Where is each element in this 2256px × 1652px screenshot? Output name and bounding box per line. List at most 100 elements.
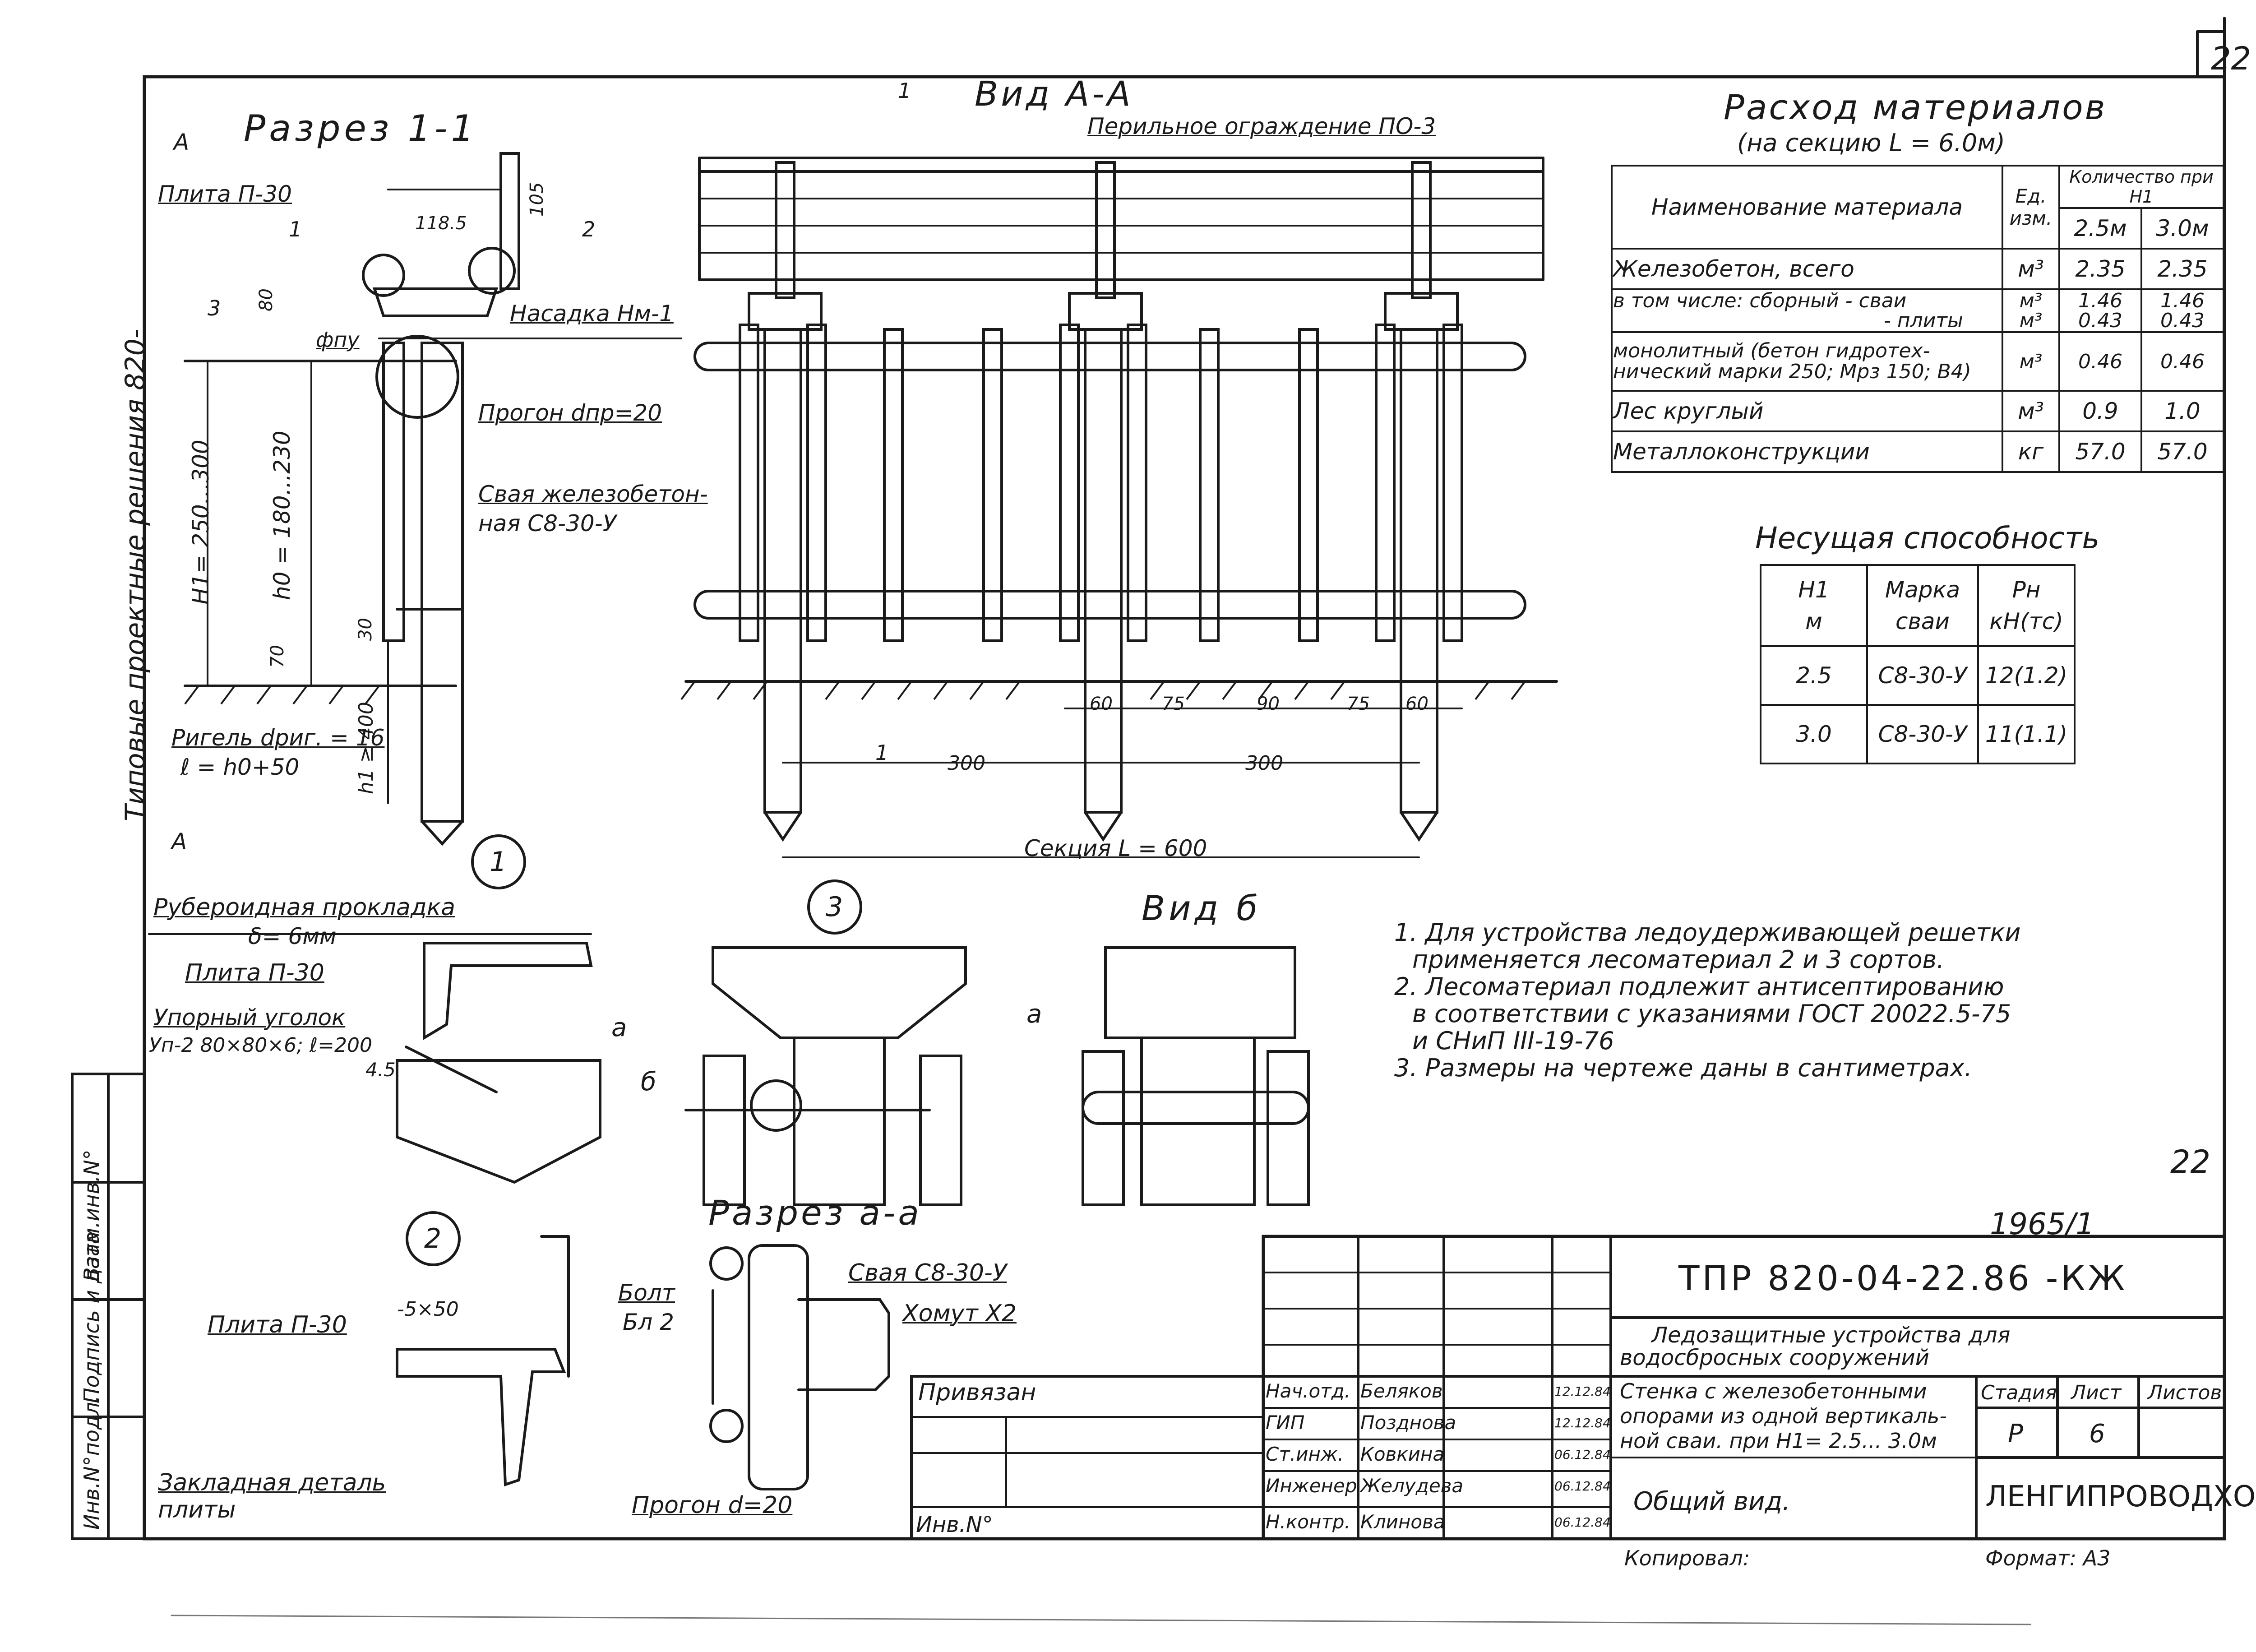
cap-r1-p: 11(1.1): [1977, 704, 2076, 764]
section-aa-bolt: Болт: [618, 1280, 675, 1306]
detail-3-num: 3: [826, 891, 843, 923]
mat-r1-name: в том числе: сборный - сваи: [1613, 289, 1907, 312]
dim-h1: H1= 250...300: [188, 440, 214, 605]
marker-a-bottom: A: [171, 828, 187, 855]
span-2: 300: [1245, 752, 1283, 775]
dim-75-b: 75: [1347, 694, 1370, 714]
mat-r1-unit2: м³: [2019, 309, 2043, 332]
inv-label: Инв.N°: [916, 1512, 993, 1537]
detail-3-mark-a: а: [611, 1013, 627, 1042]
section-mark-1-bottom: 1: [875, 740, 889, 765]
signer-role: Н.контр.: [1266, 1511, 1350, 1533]
signer-date: 12.12.84: [1554, 1384, 1611, 1399]
mat-r1-unit: м³: [2019, 289, 2043, 312]
dim-118-5: 118.5: [415, 213, 467, 234]
cap-r1-mark: С8-30-У: [1866, 704, 1979, 764]
sheet-title-2: опорами из одной вертикаль-: [1620, 1404, 1947, 1428]
project-name-2: водосбросных сооружений: [1620, 1345, 1929, 1370]
mat-r4-v2: 57.0: [2140, 430, 2225, 473]
cap-r0-mark: С8-30-У: [1866, 645, 1979, 706]
cap-h-mark2: сваи: [1895, 608, 1950, 634]
signer-row: Нач.отд. Беляков 12.12.84: [1266, 1376, 1611, 1408]
detail-2-dim: -5×50: [397, 1298, 459, 1321]
detail-1-label-3: Упорный уголок: [153, 1004, 346, 1031]
signer-date: 06.12.84: [1554, 1515, 1611, 1530]
sheet-value: 6: [2089, 1419, 2105, 1448]
num-1: 1: [289, 217, 302, 241]
note-3: 3. Размеры на чертеже даны в сантиметрах…: [1394, 1054, 1972, 1082]
label-cap: Насадка Нм-1: [510, 301, 674, 327]
sheet-title-3: ной сваи. при H1= 2.5... 3.0м: [1620, 1429, 1937, 1453]
cap-h-unit: м: [1805, 608, 1822, 634]
mat-r2-v1: 0.46: [2058, 331, 2142, 392]
num-2: 2: [582, 217, 596, 241]
mat-r4-unit: кг: [2002, 430, 2060, 473]
materials-subtitle: (на секцию L = 6.0м): [1737, 129, 2005, 157]
side-title: Типовые проектные решения 820-: [120, 329, 151, 821]
label-phi: фпу: [316, 328, 360, 352]
mat-r0-unit: м³: [2002, 248, 2060, 290]
view-aa-title: Вид А-А: [975, 74, 1133, 114]
copied-label: Копировал:: [1624, 1546, 1750, 1570]
signer-role: Инженер: [1266, 1475, 1357, 1497]
mat-r0-name: Железобетон, всего: [1611, 248, 2003, 290]
materials-title: Расход материалов: [1724, 87, 2107, 127]
section-aa-pile: Свая С8-30-У: [848, 1259, 1007, 1286]
view-b-title: Вид б: [1142, 888, 1262, 928]
capacity-title: Несущая способность: [1755, 521, 2100, 555]
mat-h-unit: Ед. изм.: [2002, 165, 2060, 250]
dim-60-a: 60: [1090, 694, 1113, 714]
format-label: Формат: А3: [1985, 1546, 2111, 1570]
cap-h-p: Pн: [2012, 577, 2041, 603]
num-3: 3: [208, 296, 221, 320]
mat-r2-name2: нический марки 250; Мрз 150; В4): [1613, 360, 1971, 383]
cap-r1-h: 3.0: [1760, 704, 1868, 764]
dim-h1-depth: h1 ≥ 400: [355, 702, 378, 794]
dim-80: 80: [256, 288, 277, 311]
sheet-title: Стенка с железобетонными: [1620, 1379, 1927, 1403]
detail-2-label-2: Закладная деталь: [158, 1469, 386, 1496]
mat-r0-v2: 2.35: [2140, 248, 2225, 290]
dim-h0: h0 = 180...230: [269, 430, 295, 600]
section-aa-bolt-2: Бл 2: [623, 1309, 674, 1335]
mat-r1-v1b: 0.43: [2078, 309, 2122, 332]
mat-r3-name: Лес круглый: [1611, 390, 2003, 432]
mat-r1-v2: 1.46: [2160, 289, 2205, 312]
mat-r2-name: монолитный (бетон гидротех-: [1613, 339, 1930, 362]
dim-60-b: 60: [1405, 694, 1428, 714]
section-aa-clamp: Хомут X2: [902, 1300, 1017, 1327]
detail-1-label-1: Рубероидная прокладка: [153, 894, 455, 921]
mat-h-30: 3.0м: [2140, 207, 2225, 250]
note-2c: и СНиП III-19-76: [1412, 1027, 1614, 1055]
signer-name: Клинова: [1360, 1511, 1445, 1533]
mat-r2-v2: 0.46: [2140, 331, 2225, 392]
marker-a: A: [174, 129, 190, 155]
mat-r1-v2b: 0.43: [2160, 309, 2205, 332]
section-1-1-title: Разрез 1-1: [244, 107, 478, 149]
section-aa-purlin: Прогон d=20: [632, 1492, 793, 1519]
railing-label: Перильное ограждение ПО-3: [1087, 113, 1436, 139]
sheet-header: Лист: [2071, 1381, 2122, 1404]
cap-r0-p: 12(1.2): [1977, 645, 2076, 706]
label-plate: Плита П-30: [158, 181, 292, 207]
signer-role: Нач.отд.: [1266, 1380, 1351, 1402]
label-pile: Свая железобетон-: [478, 481, 708, 507]
signer-row: ГИП Позднова 12.12.84: [1266, 1408, 1611, 1439]
document-code: ТПР 820-04-22.86 -КЖ: [1678, 1258, 2128, 1298]
signer-name: Ковкина: [1360, 1443, 1445, 1465]
mat-r3-v1: 0.9: [2058, 390, 2142, 432]
signer-row: Ст.инж. Ковкина 06.12.84: [1266, 1439, 1611, 1471]
view-aa-mark: 1: [898, 79, 911, 103]
detail-2-num: 2: [424, 1223, 442, 1254]
mat-r1-v1: 1.46: [2078, 289, 2122, 312]
detail-1-label-2: Плита П-30: [185, 959, 324, 986]
detail-2-label-1: Плита П-30: [208, 1311, 347, 1338]
side-col-3: Взам.инв.N°: [79, 1149, 104, 1282]
mat-h-qty: Количество при H1: [2058, 165, 2224, 209]
stage-value: Р: [2008, 1419, 2023, 1448]
sheet-number-corner: 22: [2211, 40, 2251, 77]
side-col-1: Инв.N°подл.: [79, 1395, 104, 1530]
signer-name: Позднова: [1360, 1411, 1456, 1434]
detail-2-label-2b: плиты: [158, 1496, 236, 1523]
